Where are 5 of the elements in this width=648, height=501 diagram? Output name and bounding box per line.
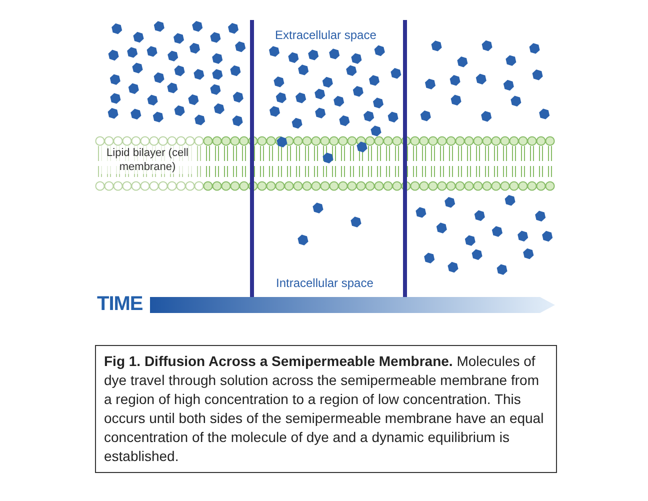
membrane-label: Lipid bilayer (cell membrane): [100, 146, 195, 174]
axis-label: TIME: [97, 293, 143, 316]
region-label: Extracellular space: [275, 28, 376, 42]
region-label: Intracellular space: [276, 276, 374, 290]
caption-text: Fig 1. Diffusion Across a Semipermeable Membrane. Molecules of dye travel through solution across the semipermeable membrane from a region of high concentration to a region of low concentration. This occurs until both sides of the semipermeable membrane have an equal concentration of the molecule of dye and a dynamic equilibrium is established.: [104, 352, 545, 466]
